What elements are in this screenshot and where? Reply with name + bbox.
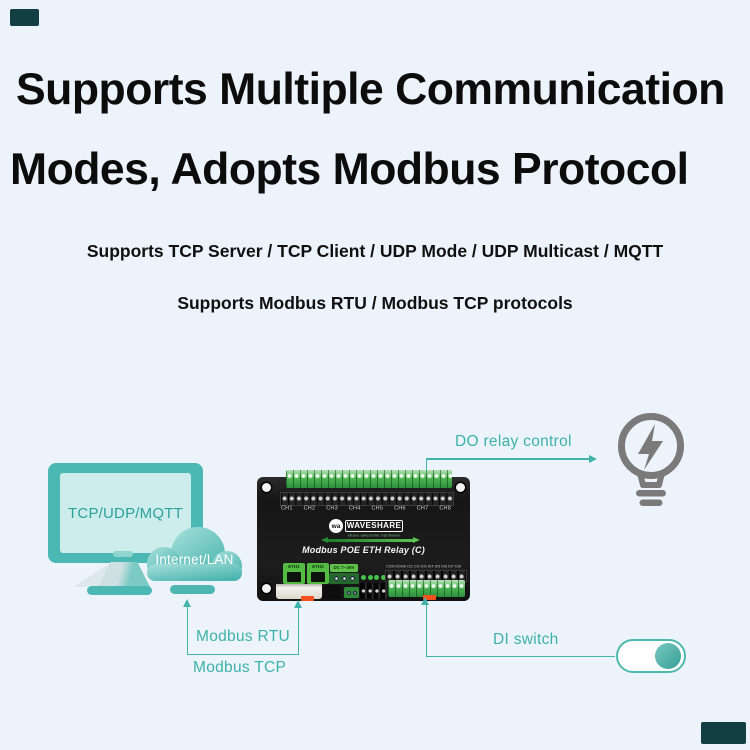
terminal-screw — [346, 590, 351, 595]
din-clip-orange — [423, 595, 436, 600]
terminal-screw — [333, 576, 339, 581]
monitor-stand-base — [87, 586, 152, 595]
led — [380, 575, 386, 580]
channel-label: CH2 — [303, 505, 316, 511]
brand-tagline: share awesome hardware — [347, 533, 401, 538]
relay-screw-terminals — [280, 492, 454, 506]
mounting-hole — [262, 584, 271, 593]
led — [361, 575, 366, 580]
channel-label: CH8 — [439, 505, 451, 511]
green-divider-arrow — [327, 539, 413, 542]
terminal-screw — [341, 576, 347, 581]
di-arrowhead — [421, 597, 429, 605]
do-relay-control-label: DO relay control — [455, 433, 572, 450]
page-title-line1: Supports Multiple Communication — [16, 65, 725, 114]
do-line-vertical — [425, 458, 427, 471]
relay-device: CH1 CH2 CH3 CH4 CH5 CH6 CH7 CH8 wa WAVES… — [257, 470, 470, 604]
relay-output-terminal-strip — [286, 470, 452, 488]
do-line-horizontal — [425, 458, 590, 460]
mounting-hole — [456, 483, 465, 492]
channel-label: CH5 — [371, 505, 384, 511]
toggle-switch-icon — [616, 639, 686, 673]
brand-text: WAVESHARE — [345, 520, 403, 532]
terminal-screw — [349, 576, 355, 581]
monitor-chin-pill — [113, 551, 133, 557]
mounting-hole — [262, 483, 271, 492]
channel-label: CH6 — [394, 505, 406, 511]
monitor-screen-label: TCP/UDP/MQTT — [68, 504, 183, 522]
modbus-tcp-label: Modbus TCP — [193, 659, 287, 676]
eth-port-hole — [311, 572, 325, 582]
modbus-tcp-arrowhead — [182, 599, 191, 607]
internet-cloud-icon — [144, 526, 245, 582]
internet-lan-label: Internet/LAN — [155, 552, 234, 567]
modbus-rtu-arrowhead — [293, 600, 302, 608]
di-terminal-strip — [388, 580, 465, 597]
di-line-horizontal — [425, 655, 615, 657]
eth-port-hole — [287, 572, 301, 582]
power-jack — [323, 585, 341, 599]
channel-labels-row: CH1 CH2 CH3 CH4 CH5 CH6 CH7 CH8 — [281, 505, 451, 511]
small-terminal-block — [344, 587, 359, 598]
corner-accent-top-left — [10, 9, 39, 26]
di-line-vertical — [425, 604, 427, 657]
green-arrow-left-tip — [321, 536, 328, 543]
eth-port-2: ETH2 — [307, 563, 329, 584]
rs485-terminal-block — [360, 583, 387, 599]
lightbulb-flash-icon — [609, 404, 693, 513]
cloud-base-pill — [170, 585, 215, 594]
di-switch-label: DI switch — [493, 631, 559, 648]
modbus-bracket-right — [297, 607, 299, 655]
channel-label: CH1 — [281, 505, 293, 511]
di-terminal-caption: COM DGND DI1 DI2 DI3 DI4 DI5 DI6 DI7 DI8 — [386, 565, 461, 569]
monitor-screen: TCP/UDP/MQTT — [60, 473, 191, 553]
device-model-label: Modbus POE ETH Relay (C) — [302, 545, 425, 555]
modbus-rtu-label: Modbus RTU — [196, 628, 291, 645]
eth-port-1: ETH1 — [283, 563, 305, 584]
din-clip-orange — [301, 596, 314, 601]
green-arrow-right-tip — [413, 536, 420, 543]
modbus-bracket-left — [186, 606, 188, 655]
channel-label: CH3 — [326, 505, 338, 511]
toggle-knob — [655, 643, 681, 669]
subtitle-protocol-modes: Supports TCP Server / TCP Client / UDP M… — [86, 241, 664, 261]
led — [374, 575, 379, 580]
channel-label: CH4 — [348, 505, 361, 511]
page-title-line2: Modes, Adopts Modbus Protocol — [10, 145, 689, 194]
power-input-label: DC 7~36V — [330, 564, 358, 572]
modbus-bracket-horizontal — [186, 653, 299, 655]
subtitle-modbus-protocols: Supports Modbus RTU / Modbus TCP protoco… — [177, 293, 573, 313]
monitor-stand-neck — [98, 562, 150, 587]
led — [367, 575, 373, 580]
channel-label: CH7 — [416, 505, 429, 511]
terminal-screw — [352, 590, 357, 595]
rj45-socket — [276, 584, 322, 599]
waveshare-logo-icon: wa — [329, 519, 343, 533]
do-arrowhead — [589, 454, 597, 463]
power-terminal — [329, 573, 359, 584]
corner-accent-bottom-right — [701, 722, 746, 744]
